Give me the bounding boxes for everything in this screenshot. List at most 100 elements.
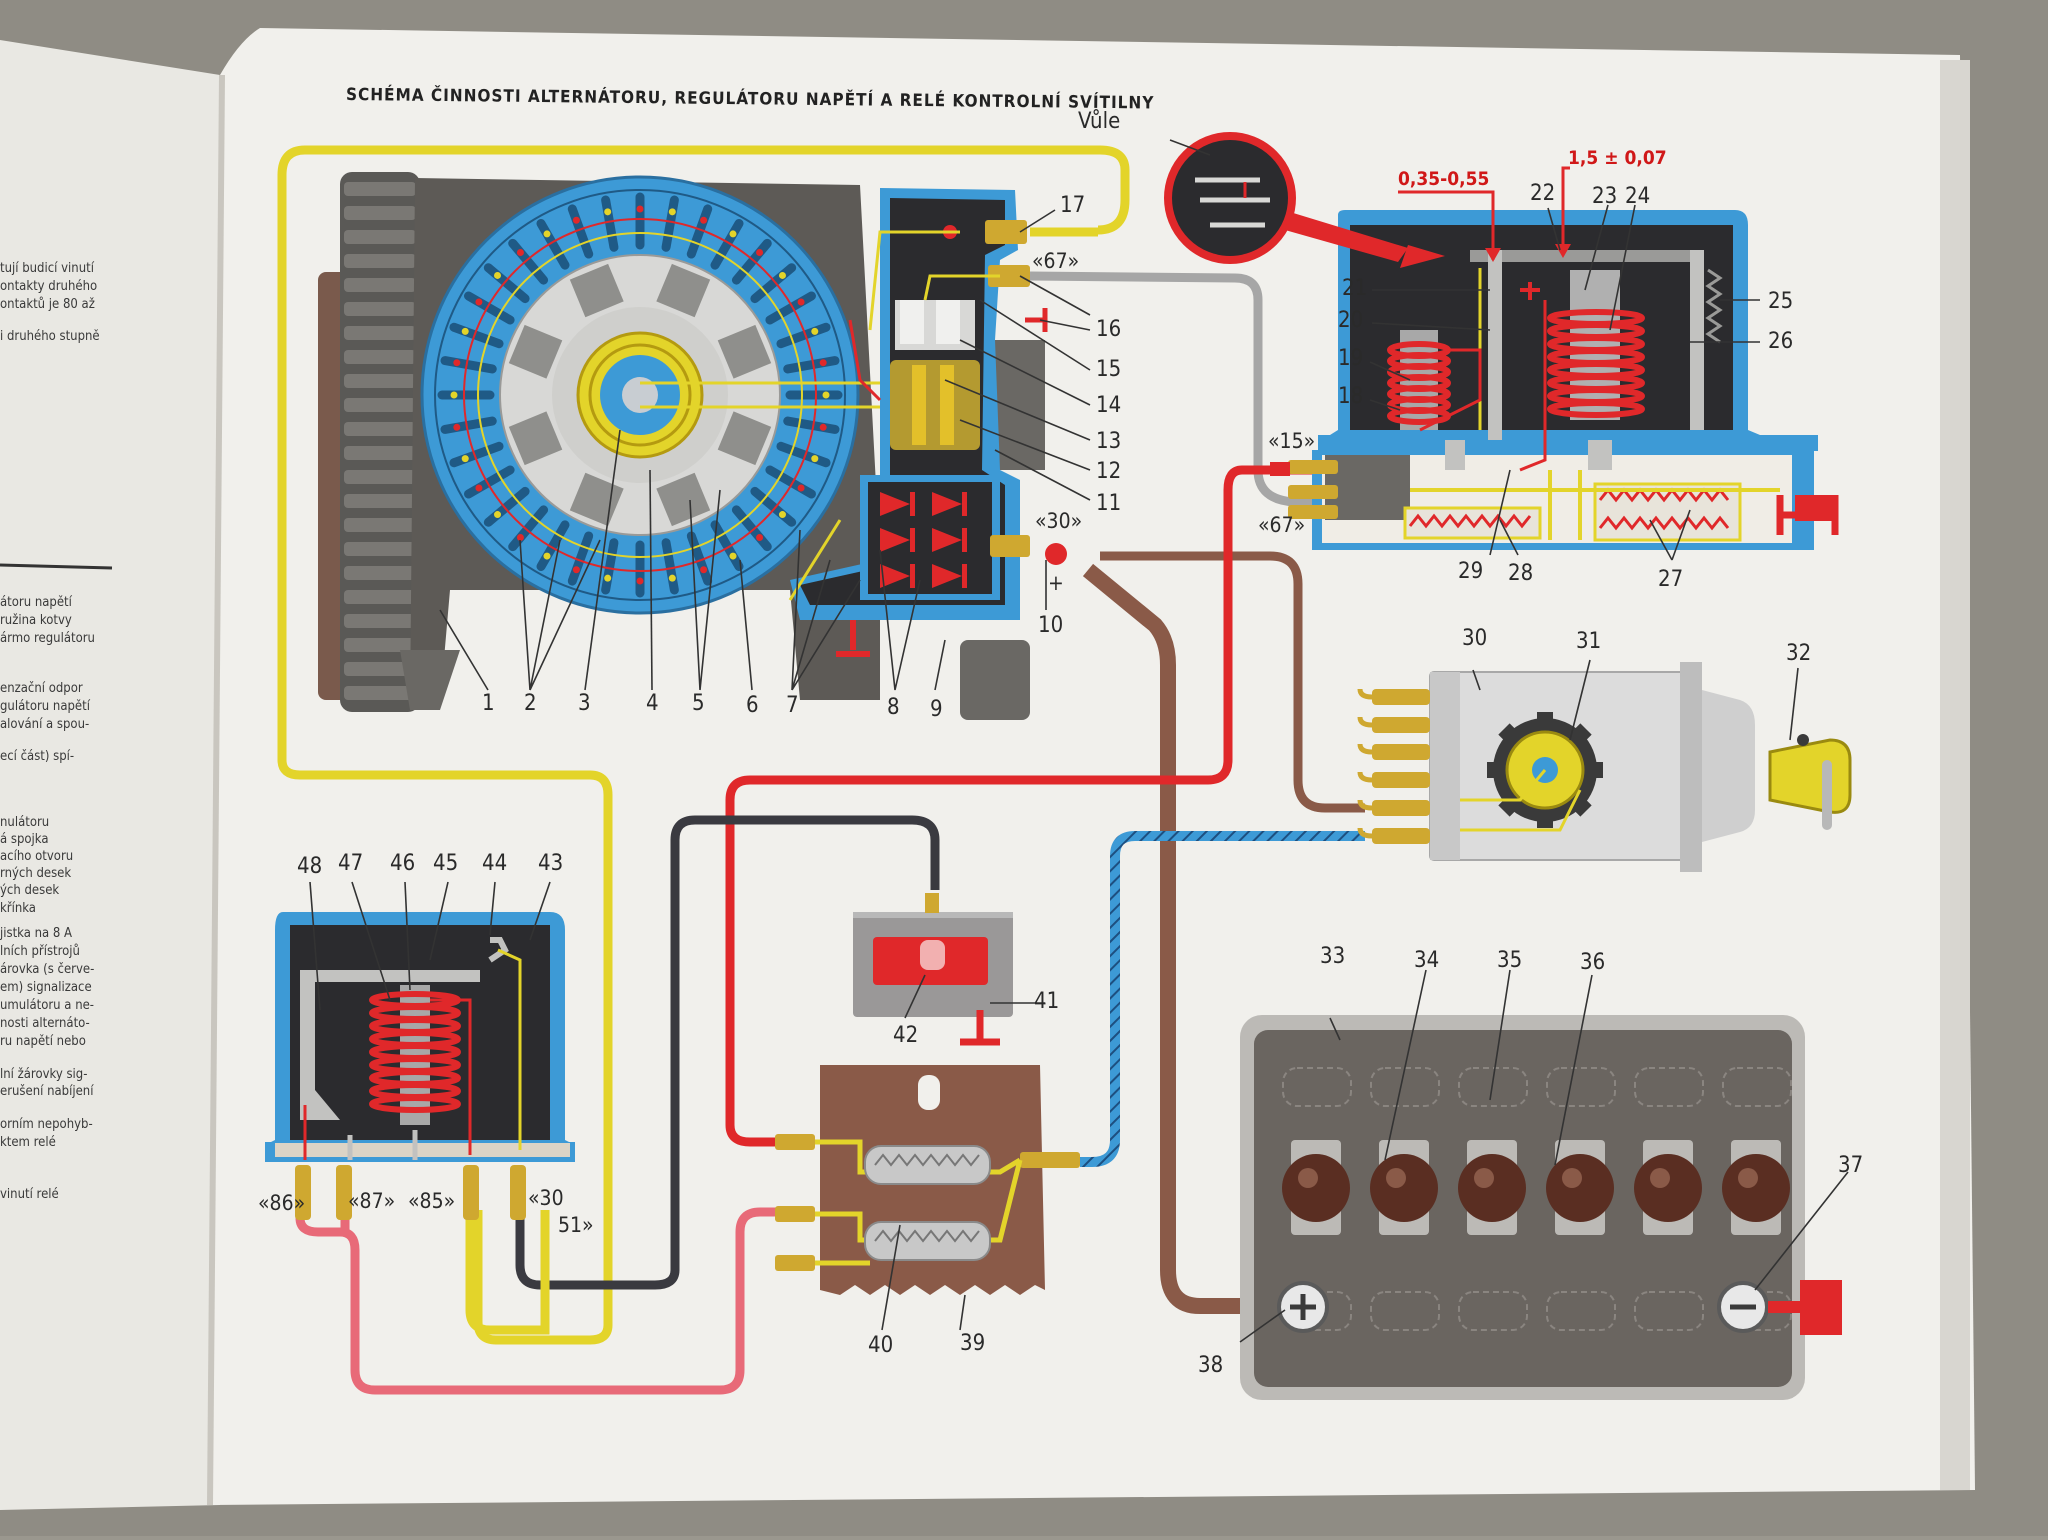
fan-blade — [344, 542, 416, 556]
left-page-line: umulátoru a ne- — [0, 998, 94, 1013]
left-page-line: ármo regulátoru — [0, 631, 95, 646]
stator-slot — [536, 520, 570, 571]
terminal-17 — [985, 220, 1027, 244]
label-29: 29 — [1458, 559, 1483, 584]
fan-blade — [344, 518, 416, 532]
stator-slot — [731, 238, 772, 285]
diode — [932, 492, 962, 516]
label-17: 17 — [1060, 193, 1085, 218]
tag-15: «15» — [1268, 429, 1315, 453]
fan-blade — [344, 350, 416, 364]
switch-pin — [1372, 717, 1430, 733]
fan-blade — [344, 470, 416, 484]
diode — [880, 528, 910, 552]
stator-slot — [440, 416, 497, 434]
tag-86: «86» — [258, 1191, 305, 1215]
relay-armature — [300, 970, 480, 1120]
switch-pin — [1372, 689, 1430, 705]
fan-blade — [344, 494, 416, 508]
label-37: 37 — [1838, 1153, 1863, 1178]
gap-value-a: 0,35-0,55 — [1398, 168, 1489, 190]
fan — [340, 172, 420, 712]
label-39: 39 — [960, 1331, 985, 1356]
gap-value-b: 1,5 ± 0,07 — [1568, 147, 1667, 169]
charge-relay — [265, 912, 575, 1220]
relay-pin-85 — [463, 1165, 479, 1220]
regulator-base-edge — [1318, 435, 1818, 451]
left-page-line: orním nepohyb- — [0, 1117, 93, 1132]
alternator — [318, 172, 1067, 720]
left-page-line: á spojka — [0, 832, 49, 847]
relay-pin-86 — [295, 1165, 311, 1220]
label-10: 10 — [1038, 613, 1063, 638]
relay-coil — [369, 991, 461, 1113]
left-page-line: vinutí relé — [0, 1187, 59, 1202]
clearance-label: Vůle — [1078, 109, 1120, 134]
stator-slot — [783, 416, 840, 434]
stator-slot — [464, 465, 515, 499]
label-34: 34 — [1414, 948, 1439, 973]
label-38: 38 — [1198, 1353, 1223, 1378]
stator-slot — [731, 505, 772, 552]
left-page-line: gulátoru napětí — [0, 699, 91, 714]
stator-slot — [750, 486, 797, 527]
leader-lines — [309, 204, 1849, 1343]
label-16: 16 — [1096, 317, 1121, 342]
mount-foot — [960, 640, 1030, 720]
switch-pin — [1372, 828, 1430, 844]
label-47: 47 — [338, 851, 363, 876]
stator-slot — [776, 322, 831, 349]
brown-wire-30 — [1100, 551, 1365, 813]
battery-cells — [1282, 1067, 1792, 1331]
gap-marker-b — [1561, 166, 1570, 255]
stator-slot — [710, 520, 744, 571]
left-page-line: křínka — [0, 901, 36, 916]
rotor-claw — [656, 472, 711, 527]
label-30: 30 — [1462, 626, 1487, 651]
stator-slot — [661, 195, 679, 252]
relay-pin-30-51 — [510, 1165, 526, 1220]
fan-blades — [344, 182, 416, 700]
fan-blade — [344, 662, 416, 676]
yellow-wire — [277, 145, 1130, 1345]
label-41: 41 — [1034, 989, 1059, 1014]
label-26: 26 — [1768, 329, 1793, 354]
left-page-line: rných desek — [0, 866, 71, 881]
slip-rings — [890, 360, 980, 450]
fan-blade — [344, 590, 416, 604]
battery — [1240, 1015, 1842, 1400]
fan-blade — [344, 278, 416, 292]
black-wire — [515, 815, 940, 1290]
label-7: 7 — [786, 693, 799, 718]
core-24 — [1570, 270, 1620, 420]
cell-cap — [1722, 1154, 1790, 1222]
fan-blade — [344, 566, 416, 580]
stator-slot — [440, 356, 497, 374]
fan-blade — [344, 614, 416, 628]
diode — [880, 564, 910, 588]
coil-18-19 — [1387, 341, 1451, 425]
label-27: 27 — [1658, 567, 1683, 592]
cell-cap — [1546, 1154, 1614, 1222]
stator-slots — [437, 192, 843, 598]
label-40: 40 — [868, 1333, 893, 1358]
label-25: 25 — [1768, 289, 1793, 314]
cell-cap — [1458, 1154, 1526, 1222]
ignition-switch — [1357, 662, 1852, 872]
fan-blade — [344, 254, 416, 268]
left-page-line: lní žárovky sig- — [0, 1067, 87, 1082]
fan-blade — [344, 686, 416, 700]
stator-slot — [483, 263, 530, 304]
left-page-rule — [0, 563, 113, 570]
label-21: 21 — [1342, 276, 1367, 301]
fuse-box — [775, 1065, 1080, 1295]
coil-23-24 — [1547, 309, 1645, 418]
label-15: 15 — [1096, 357, 1121, 382]
label-46: 46 — [390, 851, 415, 876]
key — [1768, 738, 1852, 814]
diode — [932, 528, 962, 552]
label-32: 32 — [1786, 641, 1811, 666]
